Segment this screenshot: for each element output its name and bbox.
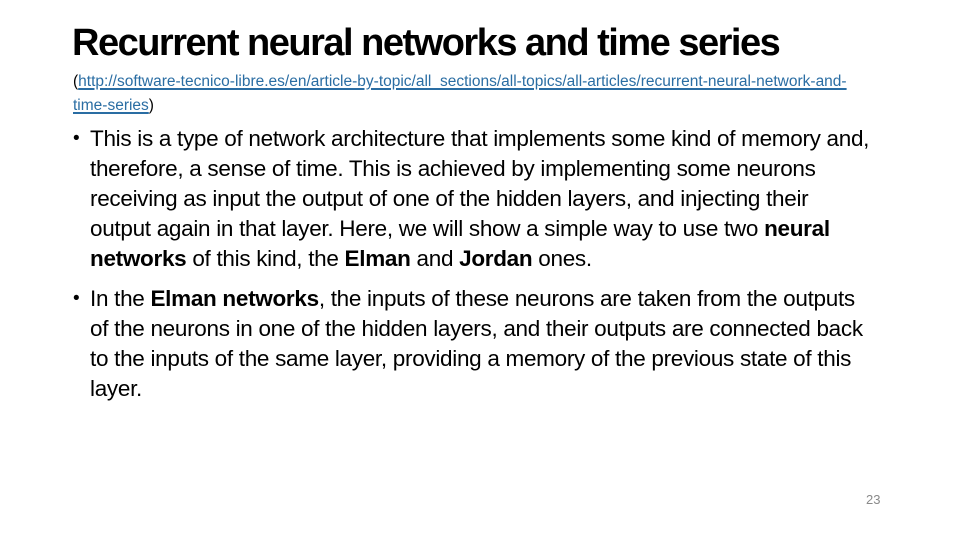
slide-title: Recurrent neural networks and time serie… bbox=[72, 22, 781, 64]
bullet-icon: • bbox=[73, 128, 80, 149]
bullet-list: • This is a type of network architecture… bbox=[73, 124, 875, 404]
page-number: 23 bbox=[866, 492, 881, 507]
source-link[interactable]: http://software-tecnico-libre.es/en/arti… bbox=[73, 73, 847, 114]
bullet-text-1: This is a type of network architecture t… bbox=[90, 126, 870, 271]
bullet-icon: • bbox=[73, 288, 80, 309]
paren-open: ( bbox=[73, 73, 79, 90]
bullet-text-2: In the Elman networks, the inputs of the… bbox=[90, 286, 863, 401]
paren-close: ) bbox=[148, 97, 154, 114]
bullet-item-1: • This is a type of network architecture… bbox=[73, 124, 875, 274]
source-link-line: (http://software-tecnico-libre.es/en/art… bbox=[73, 70, 855, 118]
bullet-item-2: • In the Elman networks, the inputs of t… bbox=[73, 284, 875, 404]
